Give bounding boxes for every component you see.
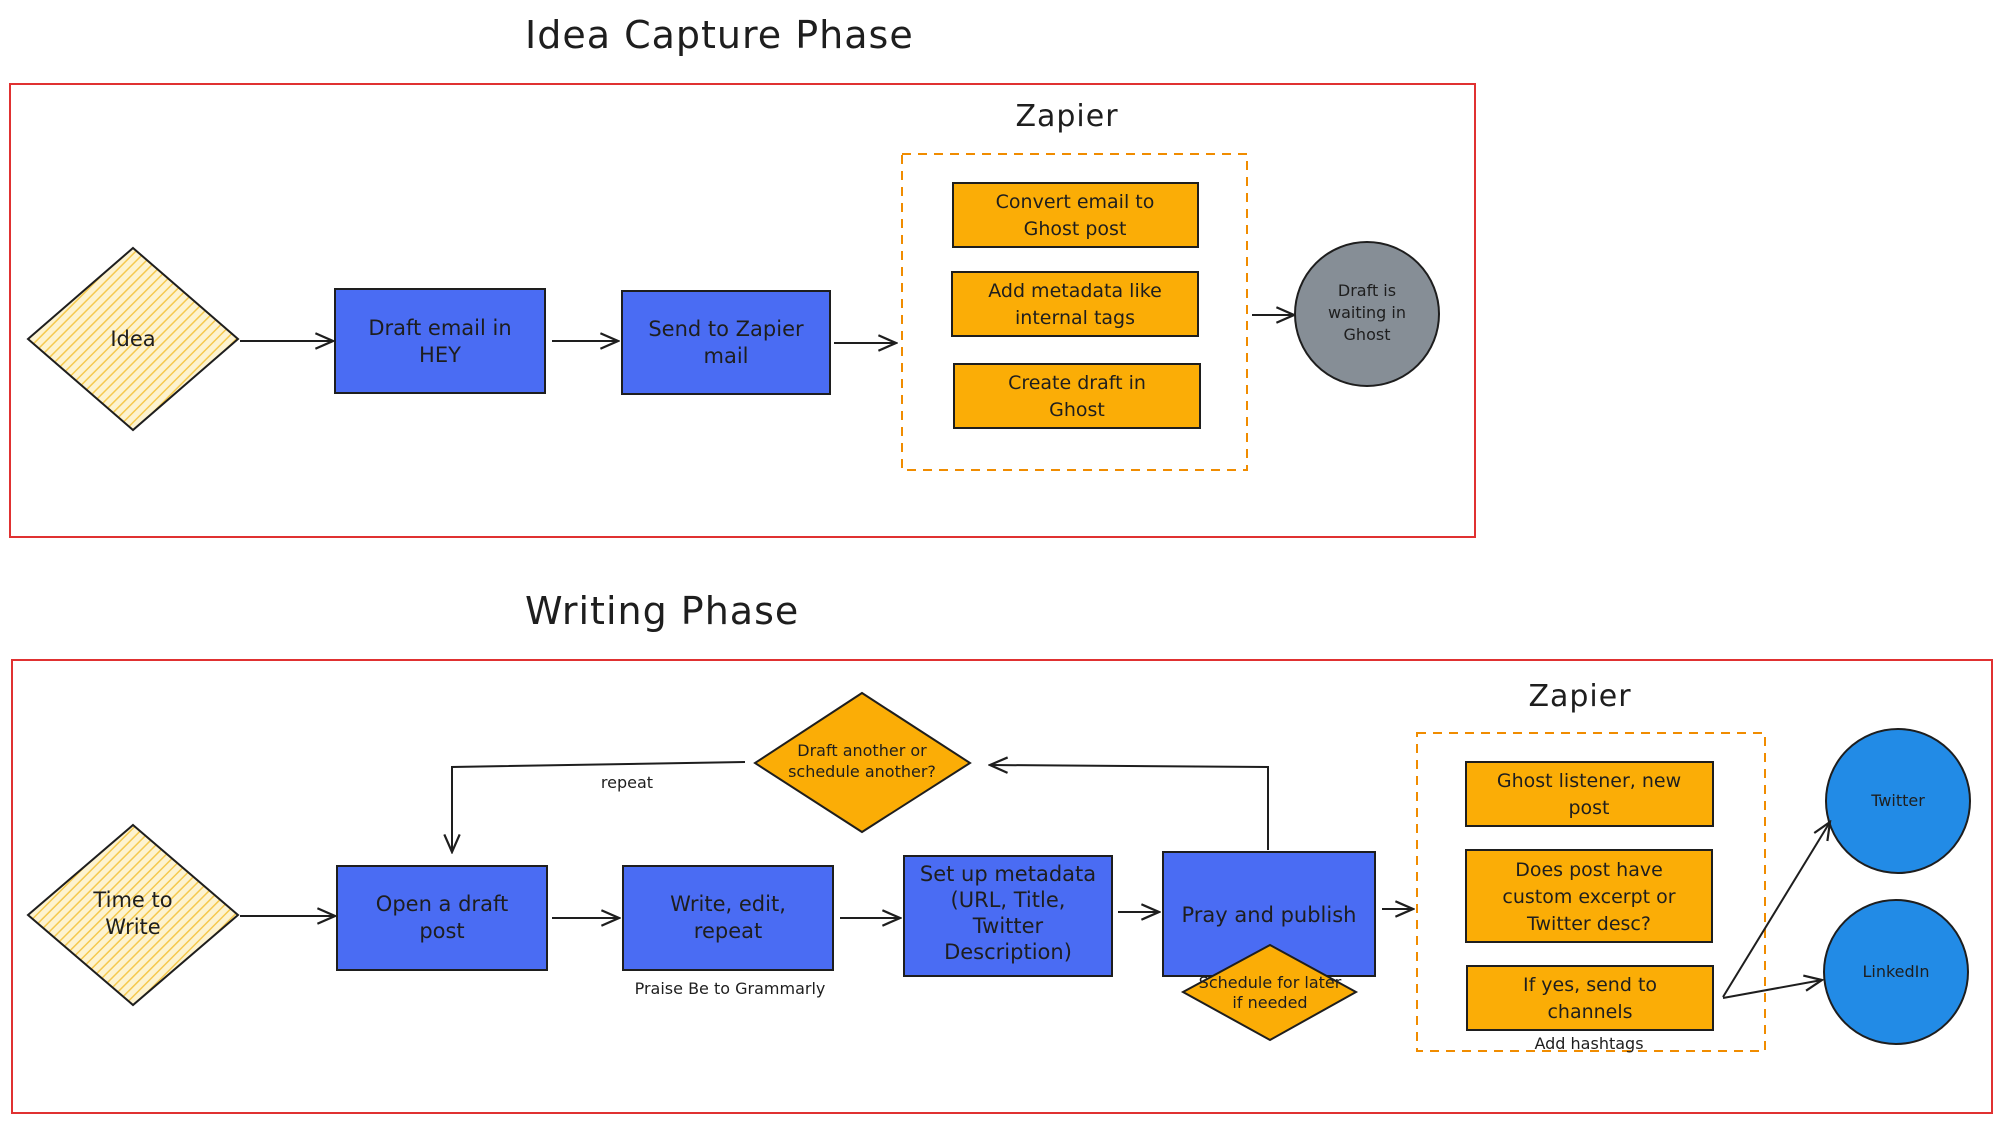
convert-email-box: Convert email to Ghost post (952, 182, 1199, 248)
create-label-2: Ghost (1049, 399, 1105, 421)
zapier-group-2 (1416, 732, 1766, 1052)
open-label-2: post (419, 919, 464, 943)
waiting-label-2: waiting in (1328, 303, 1406, 322)
convert-label-2: Ghost post (1024, 218, 1127, 240)
write-edit-box: Write, edit, repeat (622, 865, 834, 971)
convert-label-1: Convert email to (996, 191, 1155, 213)
arrow-repeat-to-open (452, 761, 746, 852)
zapier-group-1 (901, 153, 1248, 471)
idea-diamond: Idea (26, 246, 240, 432)
hashtags-note: Add hashtags (1534, 1034, 1643, 1053)
linkedin-label: LinkedIn (1862, 962, 1929, 981)
metadata-label-1: Add metadata like (988, 280, 1162, 302)
open-draft-box: Open a draft post (336, 865, 548, 971)
time-label-1: Time to (92, 888, 172, 912)
send-channels-box: If yes, send to channels (1466, 965, 1714, 1031)
writing-phase-title: Writing Phase (525, 589, 799, 633)
excerpt-label-3: Twitter desc? (1526, 913, 1651, 935)
schedule-diamond: Schedule for later if needed (1180, 943, 1359, 1042)
writing-phase-frame (11, 659, 1993, 1114)
time-to-write-diamond: Time to Write (26, 823, 240, 1007)
idea-label: Idea (110, 327, 155, 351)
excerpt-label-1: Does post have (1515, 859, 1663, 881)
waiting-label-1: Draft is (1338, 281, 1396, 300)
write-label-2: repeat (694, 919, 762, 943)
arrow-to-twitter (1722, 822, 1830, 998)
setup-label-4: Description) (944, 940, 1072, 964)
arrow-to-linkedin (1722, 980, 1822, 999)
zapier-title-1: Zapier (1015, 99, 1118, 134)
open-label-1: Open a draft (376, 892, 508, 916)
metadata-label-2: internal tags (1015, 307, 1135, 329)
listener-label-2: post (1568, 797, 1609, 819)
arrow-pray-to-decision (990, 765, 1269, 850)
idea-capture-title: Idea Capture Phase (525, 13, 914, 57)
pray-label: Pray and publish (1182, 903, 1357, 927)
ghost-listener-box: Ghost listener, new post (1465, 761, 1714, 827)
ifyes-label-2: channels (1547, 1001, 1632, 1023)
draft-email-label-2: HEY (419, 343, 461, 367)
setup-label-1: Set up metadata (920, 862, 1096, 886)
draft-email-label-1: Draft email in (368, 316, 511, 340)
waiting-label-3: Ghost (1344, 325, 1391, 344)
create-draft-box: Create draft in Ghost (953, 363, 1201, 429)
schedule-label-1: Schedule for later (1199, 973, 1342, 992)
setup-label-2: (URL, Title, (951, 888, 1066, 912)
schedule-label-2: if needed (1232, 993, 1307, 1012)
write-label-1: Write, edit, (670, 892, 786, 916)
twitter-label: Twitter (1870, 791, 1925, 810)
draft-another-diamond: Draft another or schedule another? (753, 691, 972, 834)
repeat-label: repeat (601, 773, 653, 792)
draft-email-box: Draft email in HEY (334, 288, 546, 394)
send-zapier-label-2: mail (704, 344, 749, 368)
draft-waiting-circle: Draft is waiting in Ghost (1294, 241, 1440, 387)
add-metadata-box: Add metadata like internal tags (951, 271, 1199, 337)
zapier-title-2: Zapier (1528, 679, 1631, 714)
send-zapier-box: Send to Zapier mail (621, 290, 831, 395)
setup-metadata-box: Set up metadata (URL, Title, Twitter Des… (903, 855, 1113, 977)
linkedin-circle: LinkedIn (1823, 899, 1969, 1045)
excerpt-label-2: custom excerpt or (1502, 886, 1675, 908)
decision-label-2: schedule another? (788, 762, 936, 781)
custom-excerpt-box: Does post have custom excerpt or Twitter… (1465, 849, 1713, 943)
time-label-2: Write (105, 915, 160, 939)
twitter-circle: Twitter (1825, 728, 1971, 874)
ifyes-label-1: If yes, send to (1523, 974, 1657, 996)
decision-label-1: Draft another or (797, 741, 927, 760)
create-label-1: Create draft in (1008, 372, 1146, 394)
listener-label-1: Ghost listener, new (1497, 770, 1681, 792)
send-zapier-label-1: Send to Zapier (648, 317, 804, 341)
grammarly-note: Praise Be to Grammarly (635, 979, 826, 998)
idea-capture-frame (9, 83, 1476, 538)
setup-label-3: Twitter (972, 914, 1044, 938)
